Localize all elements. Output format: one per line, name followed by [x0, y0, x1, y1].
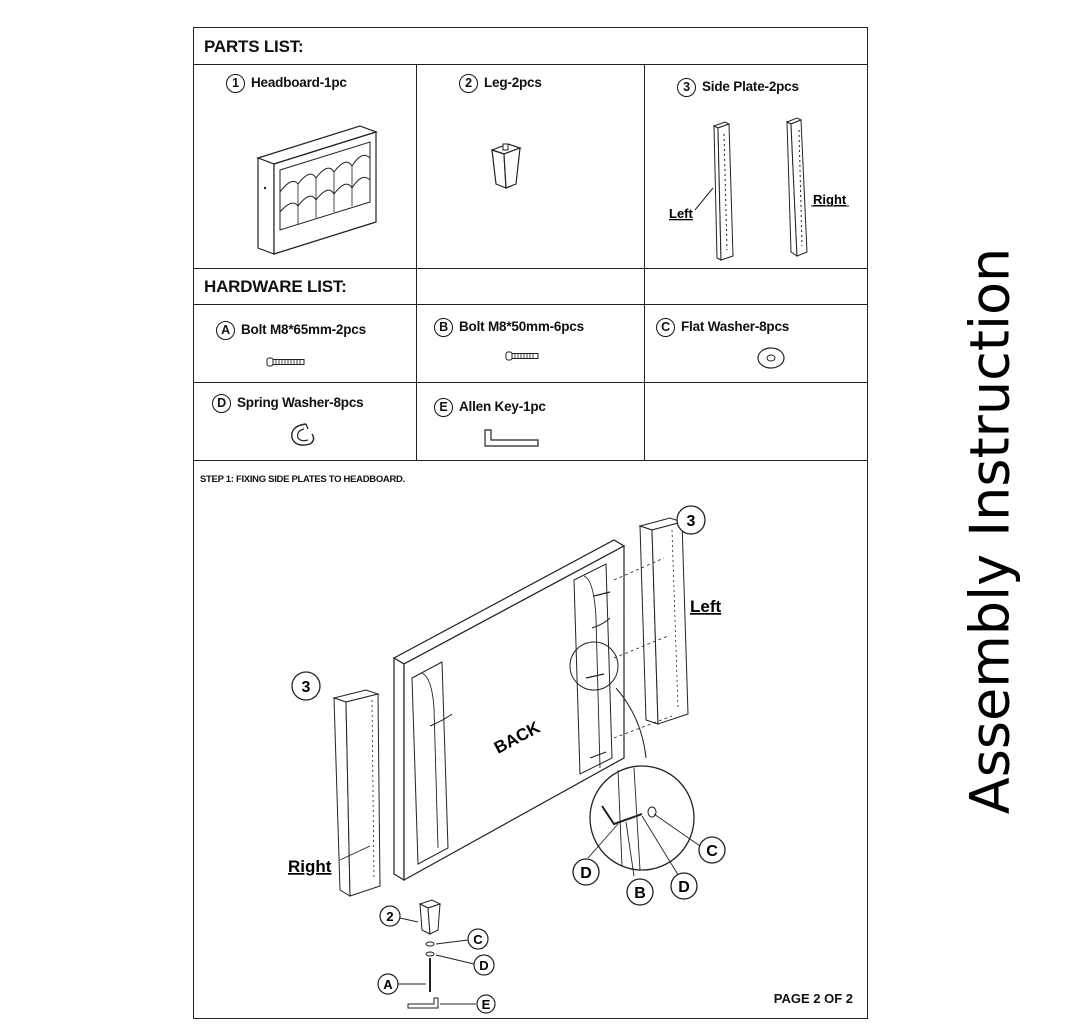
parts-list-heading: PARTS LIST: [204, 37, 304, 56]
callout-b: B [634, 885, 646, 902]
flat-washer-icon [757, 347, 785, 369]
side-plates-illustration: Left Right [669, 117, 849, 261]
left-plate-label: Left [690, 597, 722, 616]
page-number: PAGE 2 OF 2 [773, 991, 853, 1006]
callout-c-leg: C [473, 932, 483, 947]
bolt-a-icon [266, 357, 305, 367]
side-plate-left-label: Left [669, 206, 694, 221]
leg-allen-key: E [407, 994, 496, 1014]
callout-a-leg: A [383, 977, 393, 992]
assembly-instruction-title: Assembly Instruction [958, 247, 1022, 815]
callout-e-leg: E [482, 997, 491, 1012]
callout-2: 2 [386, 909, 393, 924]
callout-d-2: D [678, 879, 690, 896]
step-1-title: STEP 1: FIXING SIDE PLATES TO HEADBOARD. [200, 474, 405, 485]
callout-d-1: D [580, 865, 592, 882]
spring-washer-icon [291, 423, 315, 446]
step-1-assembly-diagram: BACK 3 Right 3 Left [288, 505, 726, 995]
leg-illustration [490, 143, 522, 189]
bolt-b-icon [505, 351, 539, 361]
headboard-illustration [256, 125, 378, 255]
hardware-list-heading: HARDWARE LIST: [204, 277, 347, 296]
callout-3-right: 3 [302, 679, 311, 696]
right-plate-label: Right [288, 857, 332, 876]
callout-3-left: 3 [687, 513, 696, 530]
callout-d-leg: D [479, 958, 488, 973]
side-plate-right-label: Right [813, 192, 847, 207]
callout-c: C [706, 843, 718, 860]
allen-key-icon [484, 429, 539, 447]
